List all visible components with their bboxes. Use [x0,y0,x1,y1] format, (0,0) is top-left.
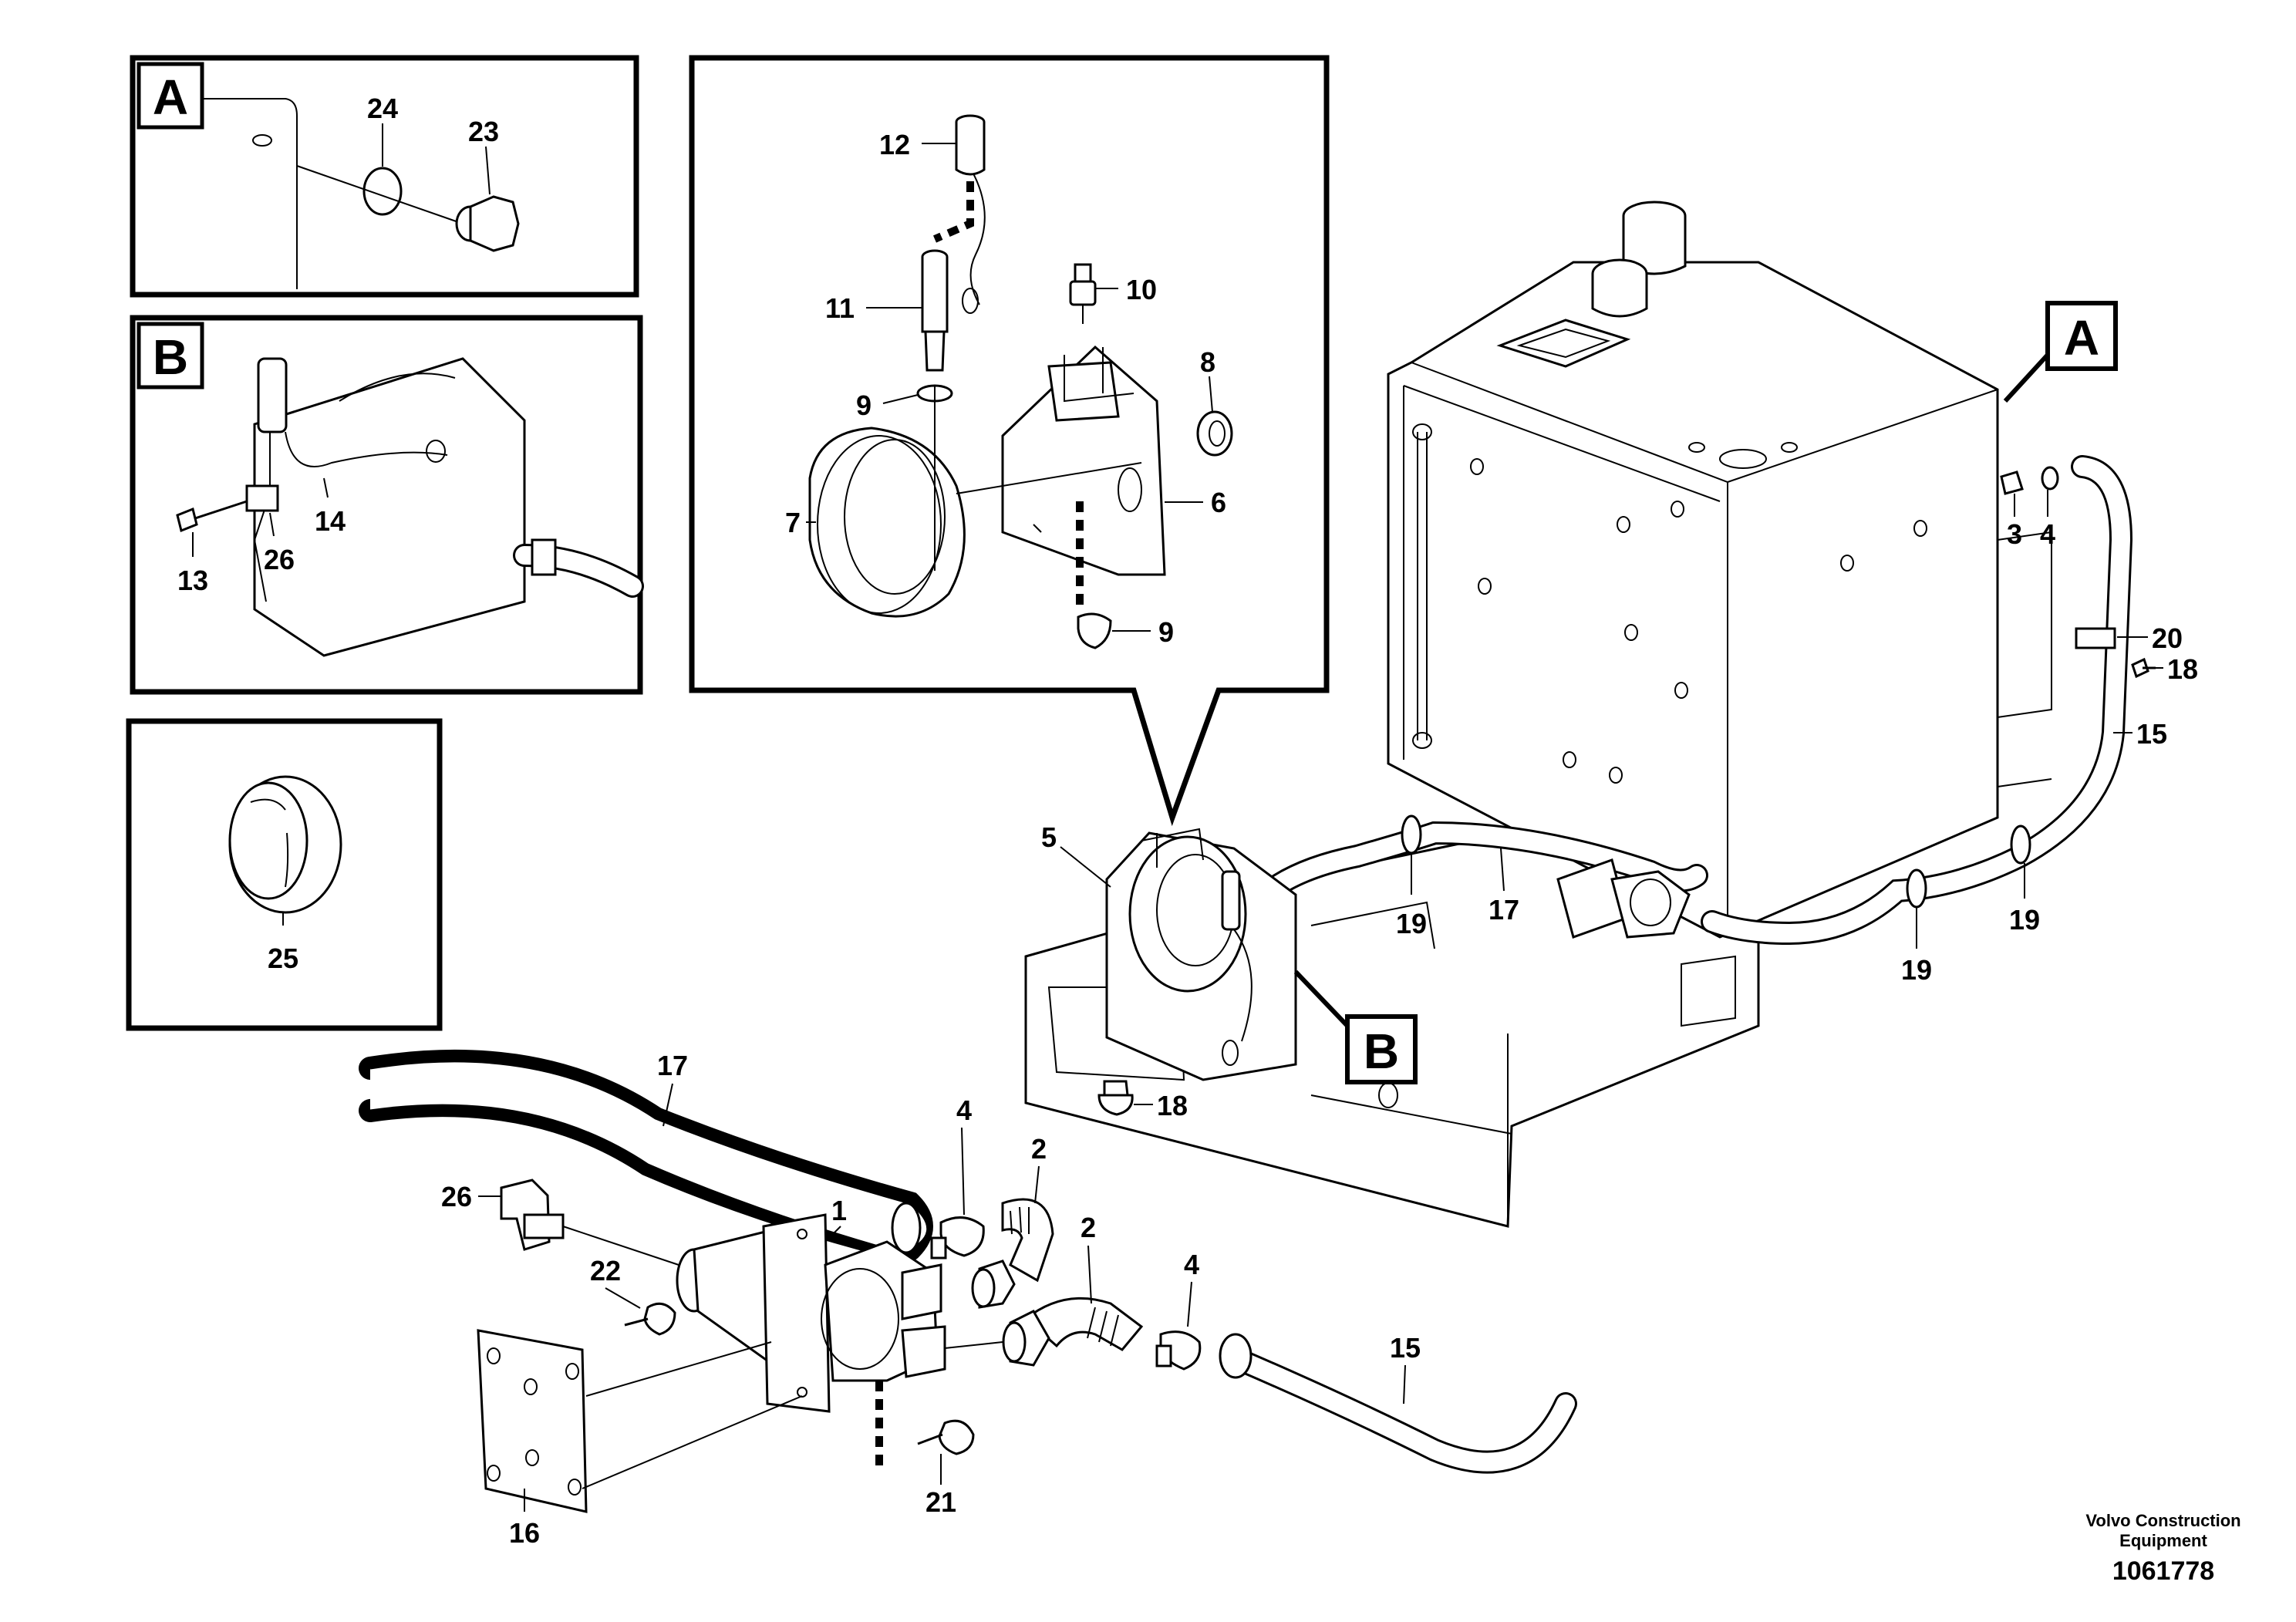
callout-18-right: 18 [2167,653,2198,685]
callout-9-bottom: 9 [1158,616,1174,648]
callout-15-main: 15 [2136,718,2167,750]
callout-15: 15 [1390,1332,1421,1364]
callout-17-main: 17 [1489,894,1519,926]
callout-10: 10 [1126,274,1157,305]
sensor-11 [921,249,949,372]
drawing-number: 1061778 [2112,1556,2214,1586]
bracket-6 [1001,345,1166,576]
fuel-tank [1387,201,2052,939]
callout-20: 20 [2152,622,2183,654]
seal-ring-part [228,775,342,914]
callout-1: 1 [831,1195,847,1226]
company-name-line2: Equipment [2119,1531,2207,1550]
sensor-12 [955,114,986,314]
callout-12: 12 [879,129,910,160]
sensor-10 [1069,263,1097,324]
company-name-line1: Volvo Construction [2085,1511,2240,1530]
callout-4-main: 4 [2040,518,2055,550]
callout-3: 3 [2007,518,2022,550]
callout-14: 14 [315,505,346,537]
callout-4-upper: 4 [956,1094,972,1126]
callout-8: 8 [1200,346,1215,378]
marker-b: B [1364,1023,1399,1079]
callout-19-left: 19 [1396,908,1427,939]
inset-a-letter: A [153,69,188,125]
inset-b-letter: B [153,329,188,385]
heater-installed [1105,828,1297,1081]
callout-5: 5 [1041,821,1057,853]
callout-16: 16 [509,1517,540,1549]
callout-6: 6 [1211,487,1226,518]
callout-24: 24 [367,93,398,124]
heater-ring-7 [808,386,966,618]
fuel-pump-installed [1556,858,1691,939]
callout-26: 26 [441,1181,472,1212]
callout-2-lower: 2 [1081,1212,1096,1243]
callout-17: 17 [657,1050,688,1081]
callout-23: 23 [468,116,499,147]
inset-a: A 24 23 [130,55,639,298]
o-ring-part [362,167,403,216]
callout-26-inset: 26 [264,544,295,575]
footer: Volvo Construction Equipment 1061778 [2085,1511,2240,1586]
callout-18-bottom: 18 [1157,1090,1188,1121]
callout-11: 11 [825,292,855,324]
callout-21: 21 [925,1486,956,1518]
sensor-26-part [500,1179,679,1266]
callout-22: 22 [590,1255,621,1286]
washer-8 [1196,410,1233,457]
callout-13: 13 [177,565,208,596]
callout-9-top: 9 [856,389,872,421]
callout-4-lower: 4 [1184,1249,1199,1280]
callout-2-upper: 2 [1031,1133,1047,1165]
plug-part [455,195,520,252]
tank-assembly: A B 3 4 20 18 15 19 19 19 17 5 18 [1024,201,2198,1228]
fuel-pump-part [676,1213,946,1413]
callout-7: 7 [785,507,801,538]
heater-housing [253,357,644,657]
callout-25: 25 [268,943,298,974]
inset-25: 25 [126,718,443,1031]
callout-19-middle: 19 [1901,954,1932,986]
marker-a: A [2064,310,2099,366]
mounting-plate-part [477,1329,803,1513]
detail-inset: 12 11 10 9 8 7 6 9 [689,55,1330,827]
lower-exploded-view: 17 4 2 26 1 2 4 22 15 21 16 [359,1049,1577,1549]
callout-19-right: 19 [2009,904,2040,936]
inset-b: B 13 26 14 [130,315,644,695]
